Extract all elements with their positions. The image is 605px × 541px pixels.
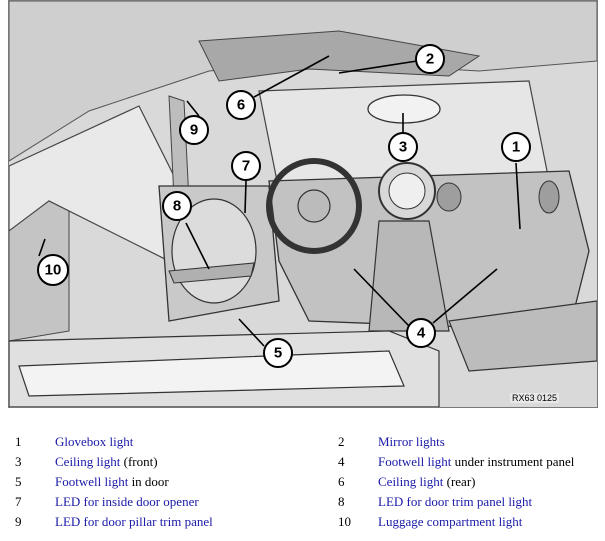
interior-drawing: 1 2 3 4 5 6 7 8 9 10 bbox=[9, 1, 597, 407]
legend-number: 3 bbox=[15, 454, 22, 469]
legend-link[interactable]: LED for door trim panel light bbox=[378, 494, 533, 509]
legend-link[interactable]: Footwell light bbox=[378, 454, 452, 469]
legend-number: 1 bbox=[15, 434, 22, 449]
legend-link[interactable]: Glovebox light bbox=[55, 434, 134, 449]
legend-suffix: under instrument panel bbox=[451, 454, 575, 469]
leader-2 bbox=[338, 60, 418, 74]
leader-9 bbox=[186, 100, 200, 117]
legend-link[interactable]: Mirror lights bbox=[378, 434, 445, 449]
legend-link[interactable]: LED for door pillar trim panel bbox=[55, 514, 213, 529]
legend-number: 10 bbox=[338, 514, 351, 529]
legend-link[interactable]: LED for inside door opener bbox=[55, 494, 199, 509]
legend-number: 7 bbox=[15, 494, 22, 509]
callout-8: 8 bbox=[162, 191, 192, 221]
callout-1-label: 1 bbox=[512, 139, 520, 156]
figure-code: RX63 0125 bbox=[509, 393, 559, 403]
callout-2: 2 bbox=[415, 44, 445, 74]
legend-suffix: (front) bbox=[120, 454, 158, 469]
callout-4: 4 bbox=[406, 318, 436, 348]
callout-5: 5 bbox=[263, 338, 293, 368]
callout-2-label: 2 bbox=[426, 51, 434, 68]
legend-number: 6 bbox=[338, 474, 345, 489]
leader-1 bbox=[515, 162, 521, 230]
legend-link[interactable]: Footwell light bbox=[55, 474, 129, 489]
legend-suffix: in door bbox=[128, 474, 169, 489]
leader-7 bbox=[244, 180, 247, 214]
callout-10: 10 bbox=[37, 254, 69, 286]
legend-number: 2 bbox=[338, 434, 345, 449]
leader-4b bbox=[432, 268, 498, 324]
vehicle-interior-illustration: 1 2 3 4 5 6 7 8 9 10 RX63 0125 bbox=[8, 0, 598, 408]
legend-link[interactable]: Ceiling light bbox=[378, 474, 444, 489]
callout-6: 6 bbox=[226, 90, 256, 120]
leader-4a bbox=[353, 268, 410, 327]
legend-link[interactable]: Ceiling light bbox=[55, 454, 121, 469]
legend-link[interactable]: Luggage compartment light bbox=[378, 514, 523, 529]
callout-1: 1 bbox=[501, 132, 531, 162]
callout-3: 3 bbox=[388, 132, 418, 162]
callout-5-label: 5 bbox=[274, 345, 282, 362]
legend-number: 8 bbox=[338, 494, 345, 509]
legend-number: 9 bbox=[15, 514, 22, 529]
leader-8 bbox=[185, 222, 210, 270]
callout-3-label: 3 bbox=[399, 139, 407, 156]
leader-6 bbox=[253, 55, 330, 98]
legend-suffix: (rear) bbox=[443, 474, 476, 489]
legend-number: 5 bbox=[15, 474, 22, 489]
callout-7: 7 bbox=[231, 151, 261, 181]
callout-9: 9 bbox=[179, 115, 209, 145]
leader-10 bbox=[38, 238, 46, 257]
callout-6-label: 6 bbox=[237, 97, 245, 114]
callout-9-label: 9 bbox=[190, 122, 198, 139]
callout-8-label: 8 bbox=[173, 198, 181, 215]
legend-number: 4 bbox=[338, 454, 345, 469]
leader-5 bbox=[238, 318, 265, 347]
callout-4-label: 4 bbox=[417, 325, 426, 342]
callout-7-label: 7 bbox=[242, 158, 250, 175]
callout-10-label: 10 bbox=[45, 262, 62, 279]
